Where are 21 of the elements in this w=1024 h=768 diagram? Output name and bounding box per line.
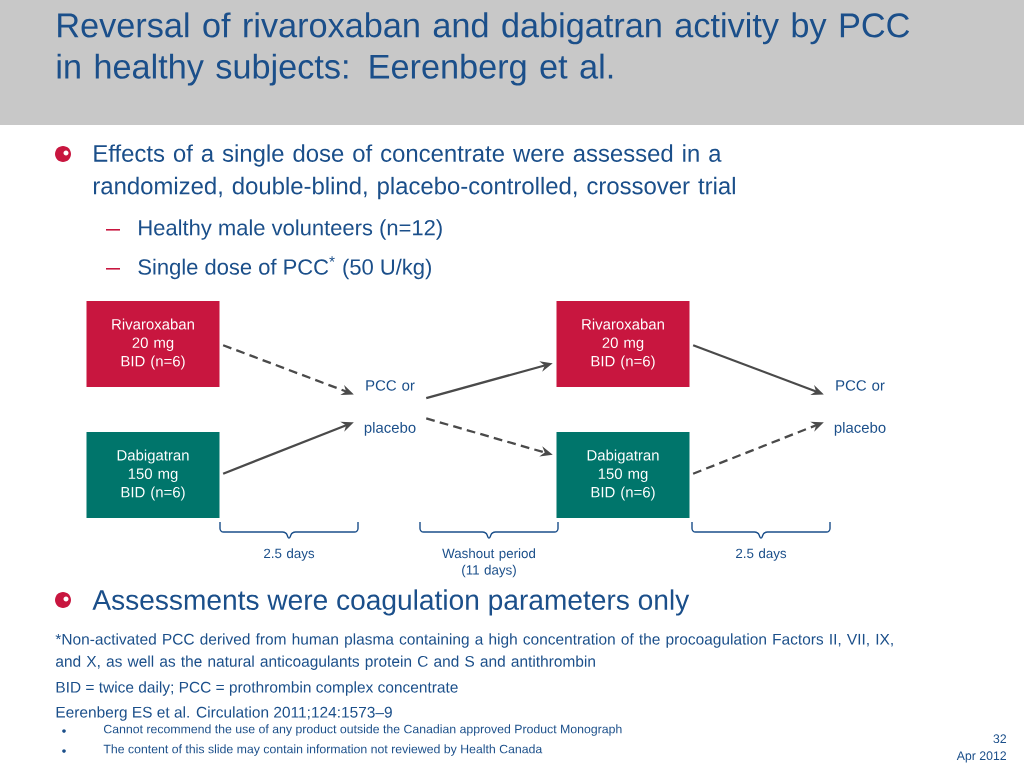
drug-box: Dabigatran 150 mg BID (n=6): [86, 432, 220, 518]
treatment-text: PCC or placebo: [364, 380, 416, 436]
disclaimer: The content of this slide may contain information not reviewed by Health Canada: [103, 744, 543, 756]
bullet-text: Effects of a single dose of concentrate were assessed in a randomized, double-blind, placebo-controlled, crossover trial: [93, 144, 735, 200]
slide-number: 32: [993, 734, 1007, 744]
drug-box: Rivaroxaban 20 mg BID (n=6): [86, 301, 220, 387]
bullet-text: Assessments were coagulation parameters only: [92, 589, 690, 616]
duration-label: Washout period (11 days): [442, 548, 535, 578]
sub-bullet-text: Healthy male volunteers (n=12): [139, 219, 442, 240]
treatment-text: PCC or placebo: [834, 380, 886, 436]
duration-label: 2.5 days: [736, 548, 787, 561]
date: Apr 2012: [956, 751, 1006, 763]
footnote: BID = twice daily; PCC = prothrombin complex concentrate: [56, 681, 458, 696]
drug-box: Rivaroxaban 20 mg BID (n=6): [556, 301, 690, 387]
disclaimer: Cannot recommend the use of any product outside the Canadian approved Product Monograph: [104, 724, 622, 736]
title: Reversal of rivaroxaban and dabigatran activity by PCC in healthy subjects: Eerenberg et al.: [57, 12, 910, 86]
sub-bullet-text: Single dose of PCC$^{*}$ (50 U/kg): [138, 256, 431, 280]
duration-label: 2.5 days: [264, 548, 315, 561]
footnote: *Non-activated PCC derived from human plasma containing a high concentration of the procoagulation Factors II, VII, IX, and X, as well as the natural anticoagulants protein C and S and antithrombin: [55, 633, 893, 670]
drug-box: Dabigatran 150 mg BID (n=6): [556, 432, 690, 518]
citation: Eerenberg ES et al. Circulation 2011;124:1573–9: [56, 706, 392, 721]
